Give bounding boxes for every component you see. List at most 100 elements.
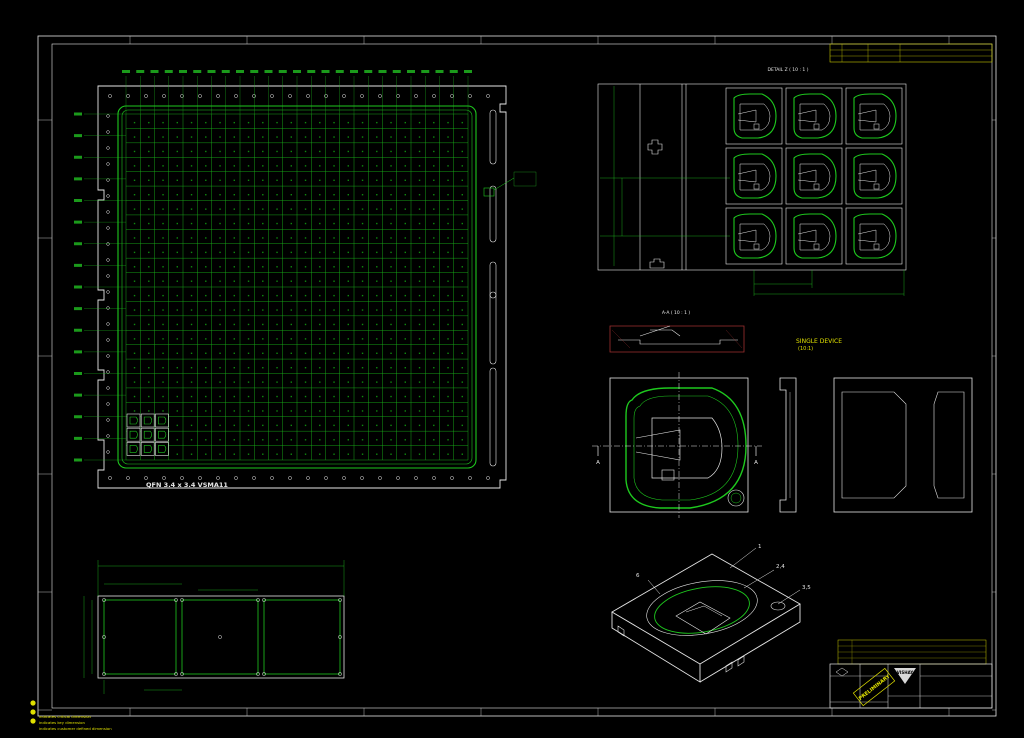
detail-device-cup: [853, 213, 897, 259]
panel-hole: [144, 476, 148, 480]
grid-pad: [461, 121, 463, 124]
grid-pad: [333, 424, 335, 427]
grid-pad: [319, 294, 321, 297]
grid-pad: [433, 266, 435, 268]
grid-pad: [190, 179, 193, 181]
grid-pad: [418, 424, 421, 427]
grid-pad: [276, 150, 278, 153]
detail-device-cavity: [859, 223, 891, 251]
grid-pad: [176, 352, 178, 354]
section-title: A-A ( 10 : 1 ): [662, 310, 691, 316]
panel-hole: [378, 476, 382, 480]
detail-device: [785, 207, 843, 265]
grid-pad: [333, 280, 335, 282]
mini-device: [155, 427, 169, 442]
company-logo-text: VISHAY: [897, 670, 914, 675]
grid-pad: [162, 266, 164, 268]
grid-pad: [262, 208, 264, 210]
panel-hole: [486, 94, 490, 98]
grid-pad: [347, 222, 349, 225]
grid-pad: [347, 439, 349, 441]
panel-hole: [106, 130, 110, 134]
panel-hole: [468, 94, 472, 98]
single-device-side-view: [779, 377, 797, 513]
grid-pad: [447, 439, 449, 441]
dimension-tick-label: [250, 70, 259, 73]
grid-pad: [304, 121, 307, 124]
grid-pad: [418, 121, 421, 124]
grid-pad: [176, 309, 178, 311]
grid-pad: [376, 381, 378, 383]
grid-pad: [162, 237, 164, 239]
grid-pad: [276, 410, 278, 412]
grid-pad: [190, 395, 193, 398]
grid-pad: [447, 323, 449, 326]
grid-pad: [219, 395, 221, 398]
panel-hole: [234, 94, 238, 98]
grid-pad: [304, 323, 307, 326]
grid-pad: [247, 280, 250, 282]
grid-pad: [233, 179, 235, 181]
grid-pad: [447, 194, 449, 196]
grid-pad: [205, 266, 207, 268]
grid-pad: [447, 222, 449, 225]
detail-device-wire: [797, 229, 817, 243]
detail-title: DETAIL Z ( 10 : 1 ): [768, 67, 809, 73]
grid-pad: [276, 294, 278, 297]
mini-device-cup: [129, 430, 138, 439]
grid-pad: [276, 194, 278, 196]
panel-hole: [106, 402, 110, 406]
detail-device-cup: [853, 153, 897, 199]
grid-pad: [447, 165, 449, 167]
grid-pad: [347, 150, 349, 153]
grid-pad: [162, 338, 164, 340]
grid-pad: [390, 208, 392, 210]
grid-pad: [404, 381, 406, 383]
panel-hole: [106, 114, 110, 118]
strip-view: [83, 560, 345, 694]
panel-hole: [180, 476, 184, 480]
grid-pad: [319, 121, 321, 124]
grid-pad: [190, 266, 193, 268]
detail-device-cavity: [859, 103, 891, 131]
grid-pad: [262, 424, 264, 427]
grid-pad: [190, 381, 193, 383]
grid-pad: [347, 280, 349, 282]
mini-device-cup: [143, 416, 152, 425]
grid-pad: [333, 367, 335, 369]
grid-pad: [461, 309, 463, 311]
grid-pad: [176, 323, 178, 326]
grid-pad: [219, 179, 221, 181]
callout-1: 1: [758, 544, 762, 550]
panel-hole: [306, 476, 310, 480]
panel-hole: [106, 354, 110, 358]
grid-pad: [390, 165, 392, 167]
grid-pad: [433, 179, 435, 181]
grid-pad: [262, 453, 264, 455]
grid-pad: [290, 208, 292, 210]
grid-pad: [190, 150, 193, 153]
grid-pad: [247, 251, 250, 254]
grid-pad: [376, 395, 378, 398]
grid-pad: [276, 136, 278, 138]
grid-pad: [290, 179, 292, 181]
top-dimension-ticks: [122, 70, 472, 114]
grid-pad: [461, 381, 463, 383]
grid-pad: [233, 424, 235, 427]
dimension-tick-label: [74, 134, 82, 138]
grid-pad: [247, 136, 250, 138]
mini-device: [126, 413, 141, 428]
strip-hole: [338, 598, 342, 602]
grid-pad: [247, 381, 250, 383]
grid-pad: [233, 251, 235, 254]
grid-pad: [176, 165, 178, 167]
grid-pad: [433, 208, 435, 210]
grid-pad: [304, 237, 307, 239]
grid-pad: [205, 237, 207, 239]
section-marker-left: A: [596, 460, 600, 466]
grid-pad: [247, 323, 250, 326]
grid-pad: [148, 121, 150, 124]
grid-pad: [347, 121, 349, 124]
grid-pad: [219, 266, 221, 268]
